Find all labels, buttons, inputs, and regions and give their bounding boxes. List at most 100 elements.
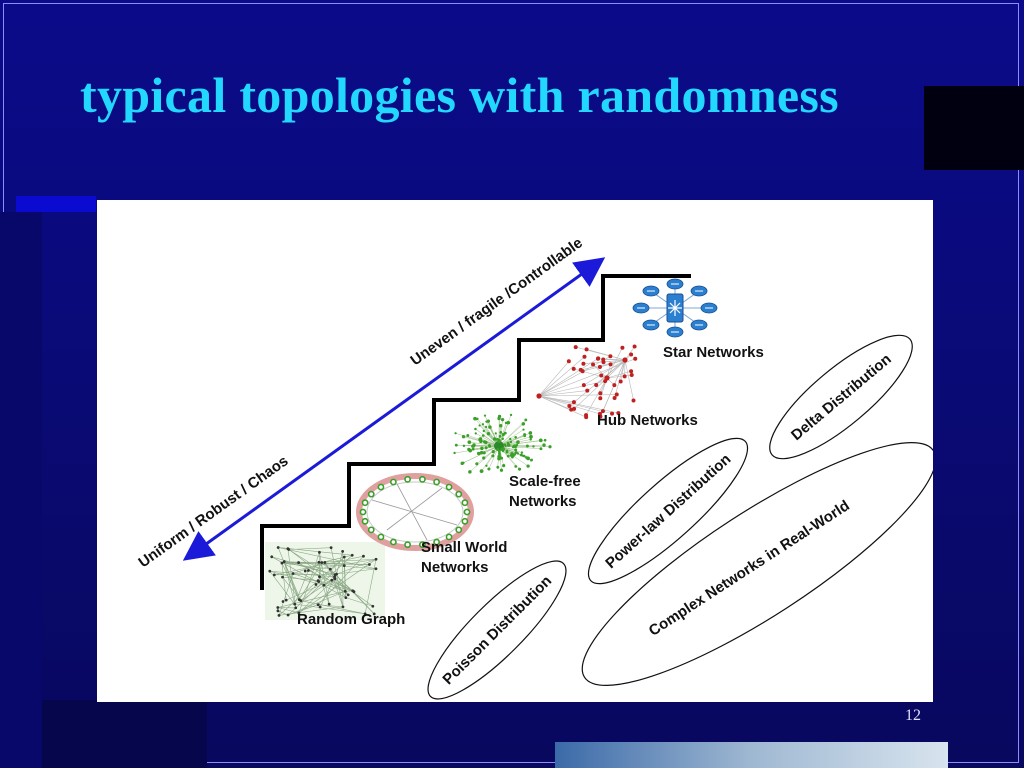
small-world-label-line2: Networks (421, 559, 489, 576)
scale-free-node (484, 425, 488, 429)
random-graph-edge (278, 547, 353, 556)
scale-free-node (499, 423, 503, 428)
scale-free-node (483, 414, 487, 417)
small-world-network-icon (356, 473, 474, 551)
random-graph-node (318, 605, 322, 609)
hub-network-node (584, 347, 589, 352)
decorative-footer-block (42, 700, 207, 768)
delta-distribution-label: Delta Distribution (788, 351, 895, 444)
scale-free-node (479, 450, 484, 455)
random-graph-node (362, 554, 365, 558)
hub-network-edge (538, 361, 570, 397)
random-graph-node (341, 605, 345, 609)
scale-free-node (467, 440, 472, 445)
small-world-node (367, 526, 375, 534)
title-dark-band (924, 86, 1024, 170)
random-graph-edge (269, 570, 325, 586)
hub-network-icon (536, 344, 638, 420)
random-graph-node (272, 573, 276, 577)
random-graph-edge (269, 571, 295, 605)
scale-free-node (539, 447, 543, 451)
hub-network-node (631, 398, 636, 403)
hub-network-edge (538, 358, 599, 397)
scale-free-node (480, 446, 484, 451)
scale-free-node (514, 448, 518, 452)
scale-free-node (476, 417, 479, 421)
scale-free-node (500, 456, 504, 460)
scale-free-node (485, 464, 488, 467)
random-graph-node (342, 555, 346, 559)
random-graph-node (276, 606, 280, 609)
scale-free-node (509, 453, 514, 458)
hub-network-node (600, 409, 605, 414)
random-graph-edge (318, 562, 323, 582)
random-graph-node (294, 606, 298, 610)
star-network-icon (632, 278, 718, 338)
random-graph-edge (336, 551, 343, 575)
small-world-node (377, 483, 385, 491)
scale-free-node (501, 447, 506, 451)
scale-free-node (486, 419, 491, 423)
random-graph-node (270, 555, 274, 559)
random-graph-edge (352, 590, 375, 615)
random-graph-node (346, 593, 350, 597)
small-world-node (433, 538, 441, 546)
random-graph-node (280, 561, 284, 565)
scale-free-node (454, 443, 458, 447)
scale-free-node (499, 468, 504, 472)
scale-free-node (503, 443, 507, 447)
scale-free-node (488, 445, 492, 448)
random-graph-node (323, 561, 327, 564)
hub-network-node (566, 359, 571, 364)
small-world-node (445, 483, 453, 491)
scale-free-node (496, 448, 500, 452)
scale-free-edge (454, 445, 500, 454)
scale-free-node (474, 427, 477, 431)
hub-network-edge (538, 356, 611, 397)
hub-network-hub (622, 357, 628, 363)
random-graph-edge (277, 610, 289, 616)
random-graph-node (281, 575, 284, 579)
hub-network-node (598, 391, 603, 396)
random-graph-edge (330, 547, 344, 607)
scale-free-node (476, 451, 481, 456)
hub-network-node (614, 392, 619, 397)
hub-network-node (618, 379, 623, 384)
random-graph-edge (321, 554, 353, 563)
random-graph-edge (345, 597, 373, 607)
random-graph-node (281, 600, 285, 603)
hub-network-node (572, 406, 577, 411)
scale-free-node (472, 443, 476, 447)
scale-free-node (484, 440, 488, 445)
hub-network-edge (606, 354, 632, 379)
scale-free-edge (498, 423, 524, 447)
random-graph-node (329, 546, 333, 550)
random-graph-node (371, 604, 375, 608)
hub-network-edge (585, 377, 608, 416)
hub-network-node (585, 388, 590, 393)
random-graph-node (344, 596, 348, 600)
hub-network-edge (624, 359, 634, 401)
random-graph-icon (265, 542, 385, 620)
hub-network-node (571, 366, 576, 371)
scale-free-edge (481, 445, 500, 472)
random-graph-node (328, 567, 332, 571)
scale-free-node (505, 449, 509, 453)
hub-network-node (594, 383, 599, 388)
hub-network-edge (538, 356, 585, 397)
scale-free-node (502, 464, 506, 468)
hub-network-node (629, 352, 634, 357)
random-graph-node (318, 575, 321, 579)
scale-free-node (521, 454, 525, 457)
random-graph-node (333, 577, 337, 581)
hub-network-node (571, 400, 576, 405)
scale-free-node (481, 434, 485, 437)
hub-network-edge (538, 395, 572, 410)
hub-network-node (567, 403, 572, 408)
scale-free-node (521, 422, 526, 426)
scale-free-node (486, 432, 491, 436)
random-graph-edge (278, 573, 294, 616)
star-networks-label: Star Networks (663, 344, 764, 361)
scale-free-node (497, 456, 501, 461)
random-graph-node (277, 613, 281, 617)
